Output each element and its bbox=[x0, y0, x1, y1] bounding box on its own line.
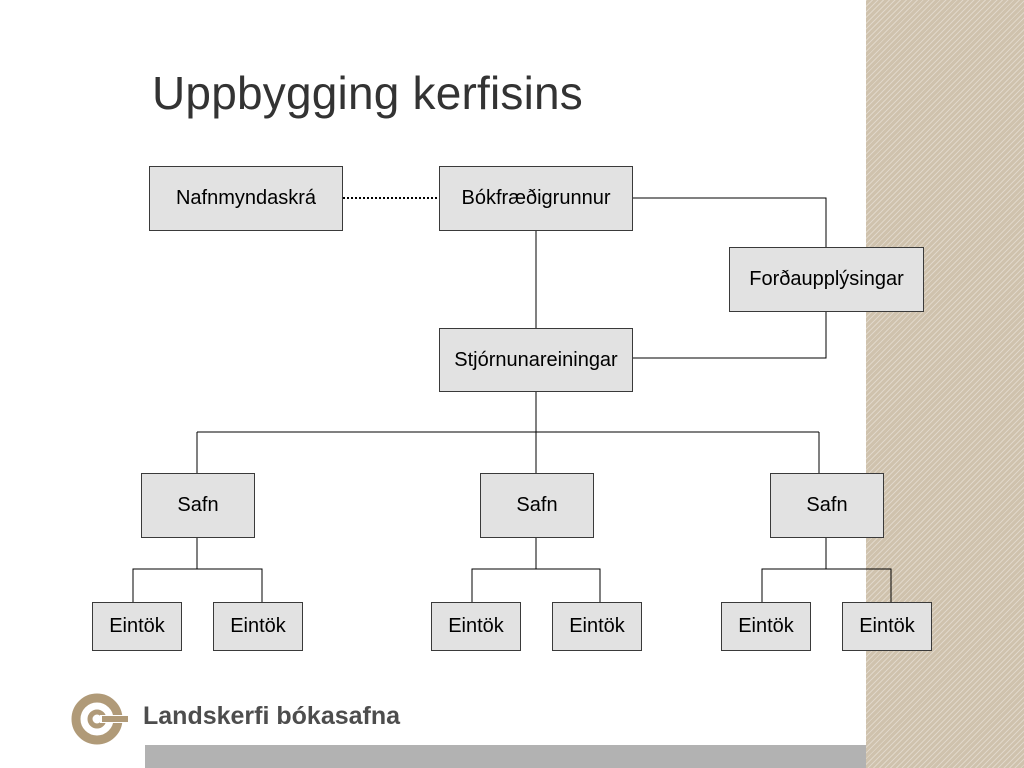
footer-logo: Landskerfi bókasafna bbox=[66, 688, 426, 746]
node-safn-2: Safn bbox=[480, 473, 594, 538]
node-eintok-5: Eintök bbox=[721, 602, 811, 651]
node-nafnmyndaskra: Nafnmyndaskrá bbox=[149, 166, 343, 231]
logo-text: Landskerfi bókasafna bbox=[143, 702, 401, 730]
connector-eintok-bus-3 bbox=[761, 568, 892, 602]
node-safn-1: Safn bbox=[141, 473, 255, 538]
node-eintok-2: Eintök bbox=[213, 602, 303, 651]
node-fordaupplysingar: Forðaupplýsingar bbox=[729, 247, 924, 312]
decorative-bottom-bar bbox=[145, 745, 866, 768]
node-eintok-4: Eintök bbox=[552, 602, 642, 651]
node-bokfraedigrunnur: Bókfræðigrunnur bbox=[439, 166, 633, 231]
connector-eintok-bus-1 bbox=[132, 568, 263, 602]
node-safn-3: Safn bbox=[770, 473, 884, 538]
connector-bokfraedigrunnur-fordaupplysingar bbox=[633, 197, 827, 247]
node-stjornunareiningar: Stjórnunareiningar bbox=[439, 328, 633, 392]
node-eintok-1: Eintök bbox=[92, 602, 182, 651]
slide-title: Uppbygging kerfisins bbox=[152, 67, 584, 119]
node-eintok-3: Eintök bbox=[431, 602, 521, 651]
connector-fordaupplysingar-stjornunareiningar bbox=[633, 311, 827, 359]
connector-eintok-bus-2 bbox=[471, 568, 601, 602]
library-logo-icon bbox=[71, 693, 130, 745]
node-eintok-6: Eintök bbox=[842, 602, 932, 651]
